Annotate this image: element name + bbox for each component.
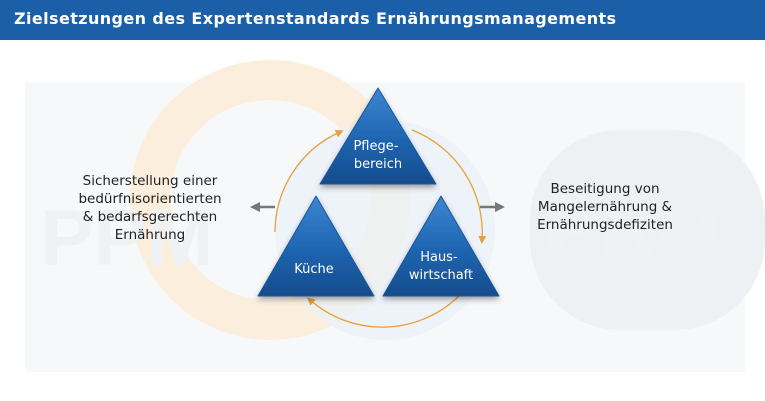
left-goal-line: Ernährung [114, 227, 186, 243]
right-goal-line: Mangelernährung & [537, 199, 673, 215]
watermark-right-text: PRO [545, 183, 718, 272]
header-bar: Zielsetzungen des Expertenstandards Ernä… [0, 0, 765, 40]
cycle-arrow-left [274, 129, 344, 233]
cycle-arrow-bottom [306, 294, 461, 328]
triangle-label-top-line2: bereich [354, 157, 402, 172]
triangle-kueche [257, 195, 375, 297]
left-goal-line: & bedarfsgerechten [82, 209, 218, 225]
right-goal-line: Beseitigung von [550, 181, 660, 197]
cycle-arrows [274, 129, 487, 328]
left-goal-line: bedürfnisorientierten [78, 191, 222, 207]
triangle-hauswirtschaft [382, 195, 500, 297]
triangle-label-top-line1: Pflege- [353, 139, 398, 154]
triangle-label-top: Pflege- bereich [353, 139, 402, 172]
page-title: Zielsetzungen des Expertenstandards Ernä… [14, 9, 617, 28]
right-goal-line: Ernährungsdefiziten [537, 217, 673, 233]
triangle-group [257, 87, 500, 297]
left-goal-line: Sicherstellung einer [82, 173, 218, 189]
triangle-label-left: Küche [294, 262, 334, 277]
left-goal-text: Sicherstellung einer bedürfnisorientiert… [60, 172, 240, 244]
cycle-arrow-right [411, 129, 487, 244]
triangle-label-right-line2: wirtschaft [409, 268, 473, 283]
right-goal-text: Beseitigung von Mangelernährung & Ernähr… [510, 180, 700, 234]
watermark-shape-right [530, 130, 765, 330]
triangle-pflegebereich [319, 87, 437, 185]
triangle-label-right-line1: Haus- [420, 250, 458, 265]
triangle-label-right: Haus- wirtschaft [409, 250, 473, 283]
watermark-left-text: PPM [40, 193, 213, 282]
